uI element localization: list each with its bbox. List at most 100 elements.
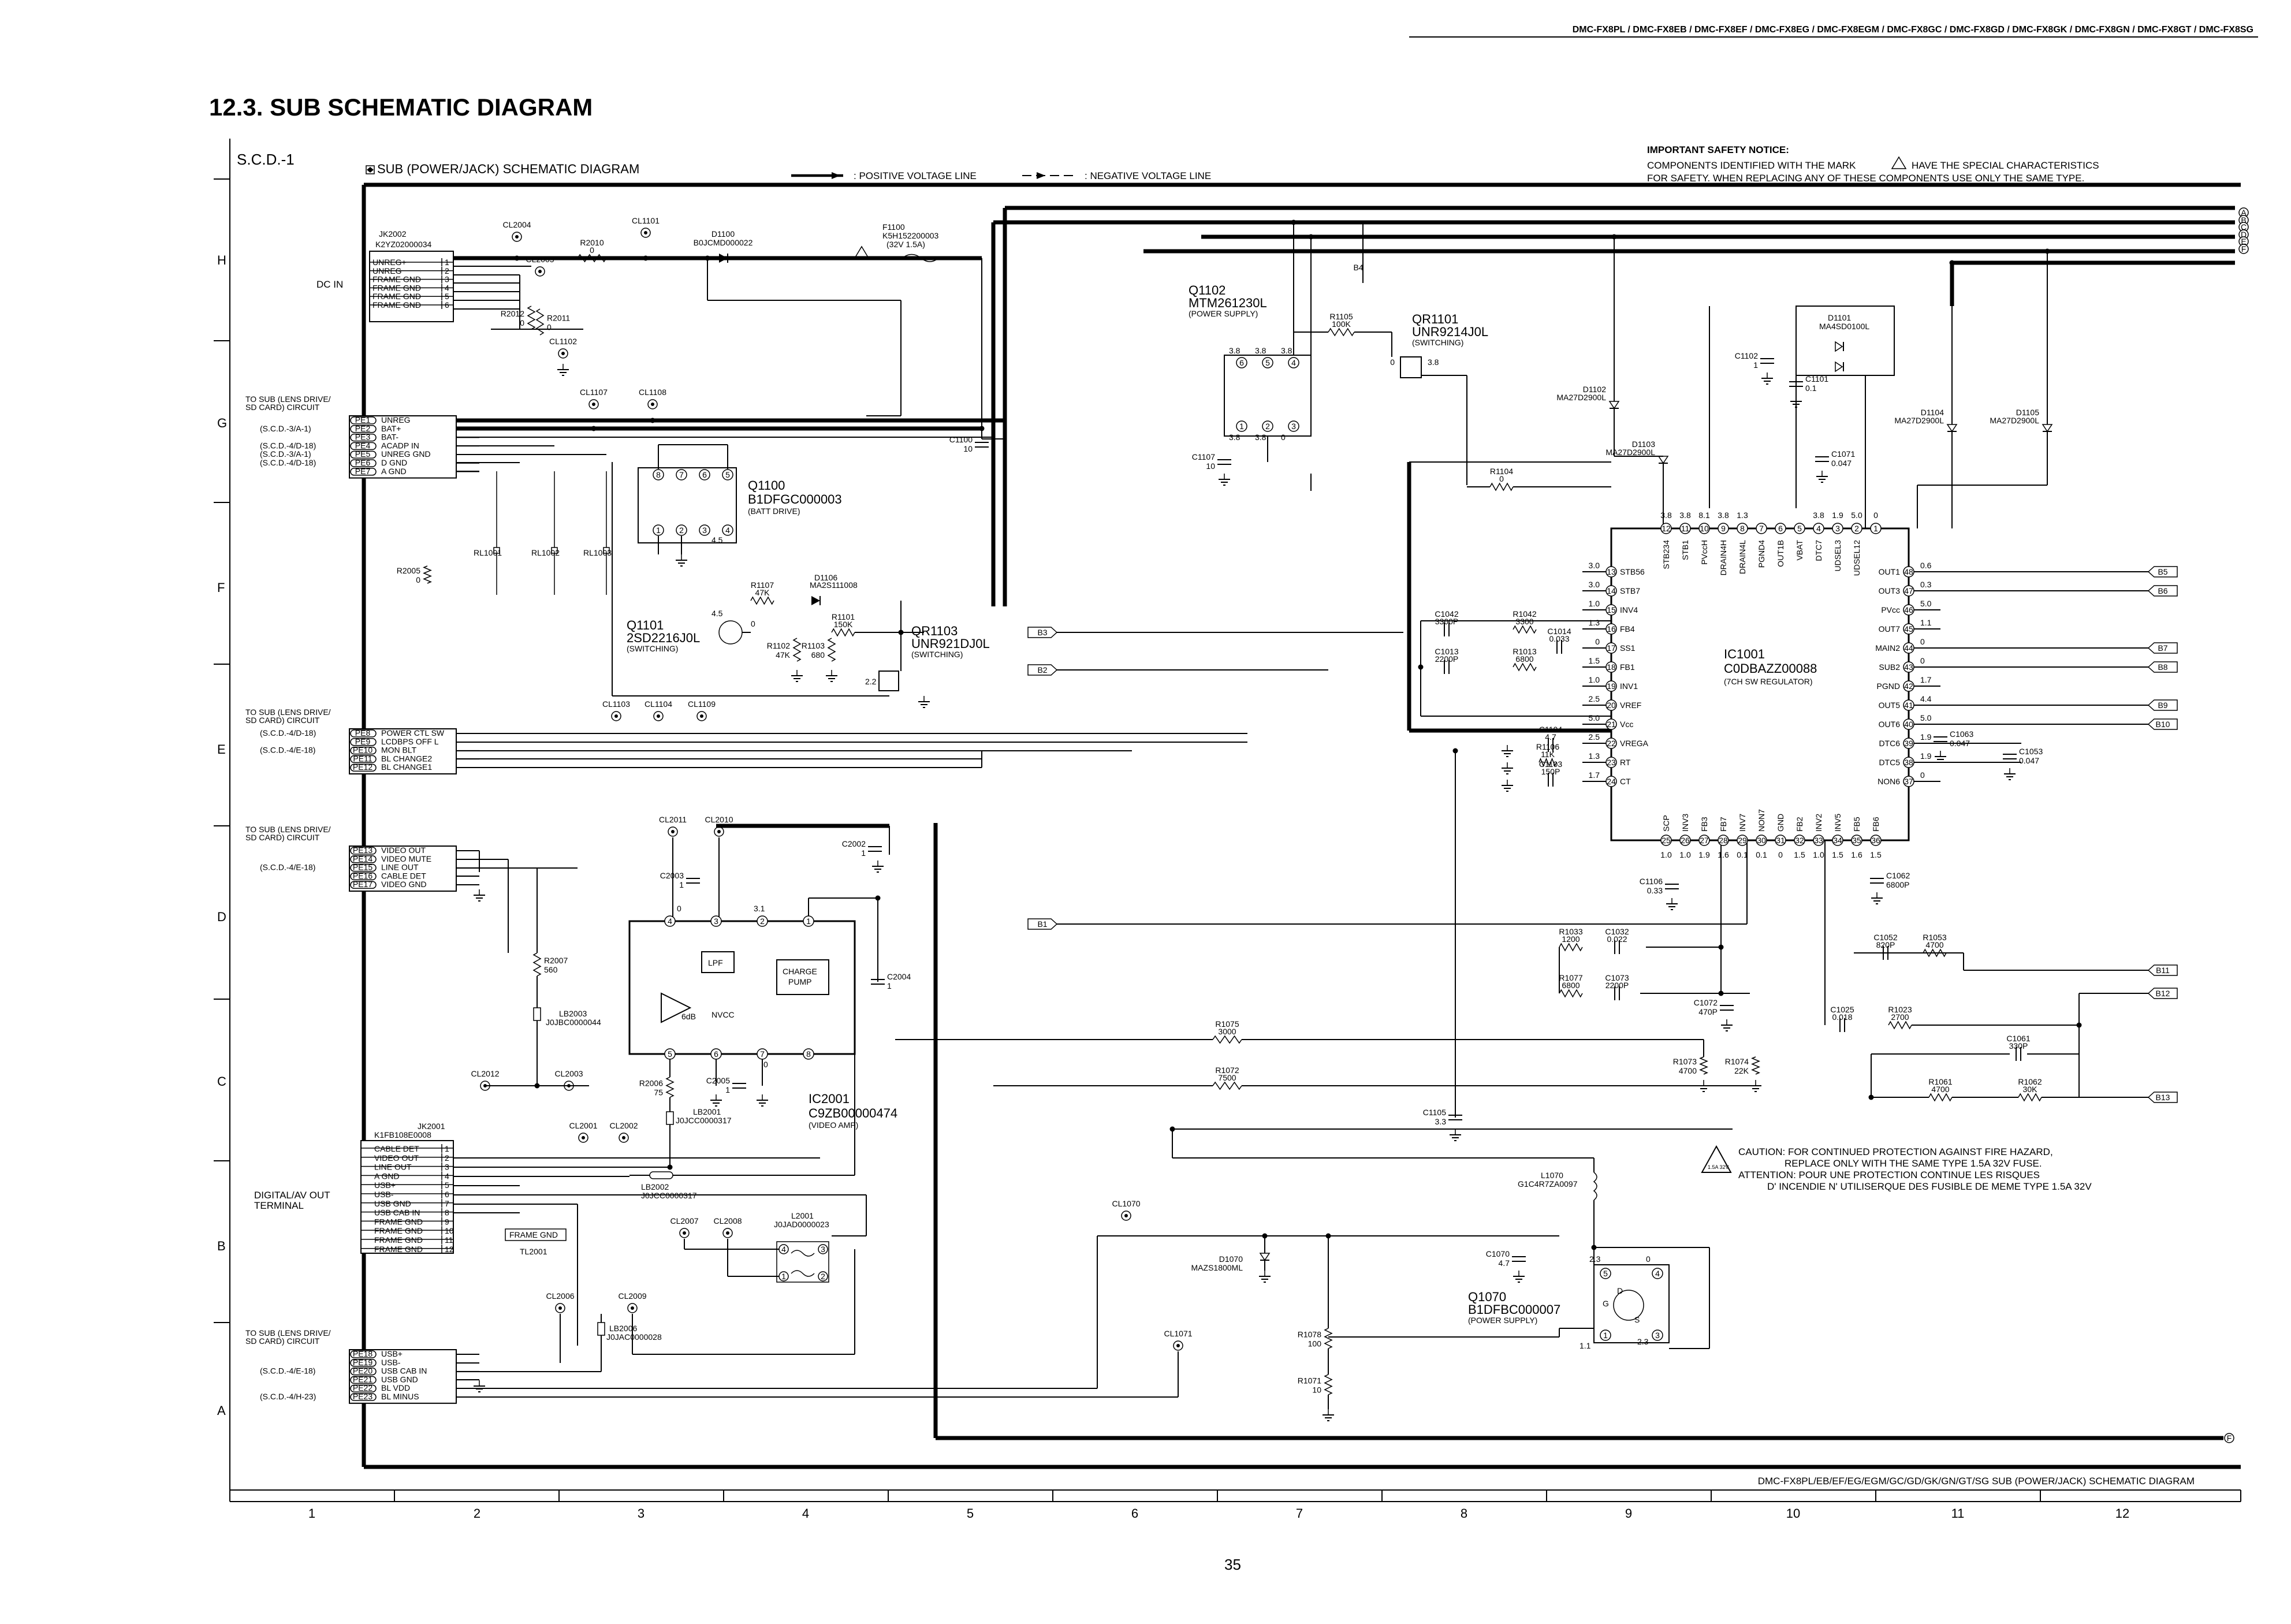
dc-in-pin-name: FRAME GND — [372, 283, 421, 292]
pin-num: 1 — [1603, 1331, 1608, 1340]
lens-group-title: TO SUB (LENS DRIVE/ — [245, 707, 331, 717]
capacitor-ref: C1072 — [1694, 998, 1718, 1007]
resistor-ref: R2011 — [547, 314, 570, 323]
resistor-icon — [1559, 989, 1583, 998]
ic1001-function: (7CH SW REGULATOR) — [1724, 677, 1813, 686]
resistor-ref: R1107 — [751, 580, 774, 590]
ic1001-part: C0DBAZZ00088 — [1724, 661, 1817, 676]
resistor-value: 4700 — [1925, 940, 1943, 949]
diode-ref: D1103 — [1632, 439, 1655, 449]
ic-pin — [1605, 699, 1617, 711]
transistor-ref: QR1101 — [1412, 312, 1458, 326]
connector-tag — [2147, 642, 2178, 654]
test-point-label: CL2007 — [670, 1216, 698, 1226]
row-label: E — [217, 742, 226, 757]
ic-pin-num: 4 — [668, 917, 672, 926]
dc-in-label: DC IN — [316, 279, 343, 290]
connector-tag — [2147, 699, 2178, 711]
av-pin-num: 8 — [445, 1208, 449, 1217]
capacitor-ref: C1102 — [1735, 351, 1758, 360]
diode-part: MAZS1800ML — [1191, 1263, 1243, 1272]
transistor-part: B1DFBC000007 — [1468, 1302, 1560, 1317]
ferrite-bead-icon — [533, 1007, 541, 1021]
ic-pin — [1679, 835, 1691, 846]
pin-num: 3 — [1655, 1331, 1660, 1340]
capacitor-ref: C1070 — [1486, 1249, 1510, 1258]
junction-dot — [1262, 1233, 1268, 1239]
resistor-value: 0 — [1499, 474, 1504, 483]
lens-group-title: TO SUB (LENS DRIVE/ — [245, 1328, 331, 1338]
pe-pin-label: PE9 — [355, 737, 371, 746]
pe-pin-label: PE16 — [353, 871, 372, 880]
av-pin-num: 1 — [445, 1144, 449, 1153]
lens-pin-name: BL MINUS — [381, 1392, 419, 1401]
page-number: 35 — [1224, 1556, 1241, 1573]
resistor-icon — [1928, 1093, 1953, 1102]
ic-pin — [803, 915, 814, 927]
pe-pin-label: PE23 — [353, 1392, 372, 1401]
connector-tag — [1027, 627, 1058, 638]
ic-pin-name: UDSEL12 — [1852, 540, 1861, 576]
lens-connector-box — [349, 415, 457, 479]
ic-pin-num: 1 — [1873, 524, 1878, 533]
resistor-value: 6800 — [1515, 654, 1533, 664]
pin — [1652, 1329, 1663, 1341]
dc-in-pin-num: 5 — [445, 292, 449, 301]
ic-pin-voltage: 2.5 — [1589, 694, 1600, 703]
sheet-reference: (S.C.D.-4/D-18) — [260, 458, 316, 467]
ic-pin — [1605, 776, 1617, 787]
ic-pin — [710, 915, 722, 927]
test-point-label: CL2009 — [618, 1291, 646, 1301]
capacitor-ref: C1073 — [1605, 973, 1629, 982]
voltage: 0 — [677, 904, 681, 913]
junction-dot — [1718, 990, 1724, 996]
ic-pin — [1775, 835, 1786, 846]
caution-line4: D' INCENDIE N' UTILISERQUE DES FUSIBLE D… — [1767, 1181, 2092, 1192]
lens-pin-name: BAT- — [381, 433, 398, 442]
pe-pin-label: PE18 — [353, 1349, 372, 1358]
ic-pin-name: DRAIN4H — [1719, 540, 1728, 575]
diode-ref: D1101 — [1828, 313, 1851, 322]
row-label: H — [217, 253, 226, 267]
pe-pin-label: PE1 — [355, 415, 371, 424]
lens-connector-box — [349, 845, 457, 892]
resistor-ref: R1106 — [1536, 742, 1559, 751]
resistor-icon — [1559, 943, 1583, 952]
ic-pin — [1903, 585, 1914, 597]
pin — [722, 469, 733, 481]
ic-pin — [1832, 523, 1843, 534]
column-label: 11 — [1951, 1506, 1965, 1521]
diode-icon — [2042, 424, 2053, 433]
resistor-value: 150K — [834, 620, 853, 629]
resistor-icon — [1699, 1056, 1708, 1075]
ic-pin-voltage: 0 — [1595, 637, 1600, 646]
ic-pin-name: FB7 — [1719, 817, 1728, 832]
pe-pin — [350, 755, 377, 763]
pe-pin-label: PE8 — [355, 728, 371, 737]
ic-pin-voltage: 5.0 — [1920, 713, 1932, 722]
ic-pin — [1794, 835, 1805, 846]
inductor-part: J0JAD0000023 — [774, 1220, 829, 1229]
inductor-icon — [1593, 1172, 1597, 1201]
pin-letter: S — [1634, 1315, 1640, 1324]
ic-pin-num: 35 — [1852, 836, 1861, 845]
pe-pin — [350, 442, 377, 450]
resistor-value: 100K — [1332, 319, 1351, 329]
pin — [1288, 357, 1299, 368]
pump-label: PUMP — [788, 977, 811, 986]
dc-in-pin-name: UNREG — [372, 266, 402, 275]
ic-pin-voltage: 1.0 — [1589, 599, 1600, 608]
transistor-ref: Q1102 — [1189, 283, 1225, 297]
capacitor-ref: C1063 — [1950, 729, 1973, 739]
ic-pin — [1903, 661, 1914, 673]
mosfet-icon — [1613, 1290, 1644, 1321]
voltage: 0 — [751, 619, 755, 628]
test-point-icon — [558, 348, 568, 359]
ic-pin-voltage: 3.8 — [1679, 511, 1691, 520]
ic-pin-voltage: 0.3 — [1920, 580, 1932, 589]
capacitor-value: 0.047 — [2019, 756, 2039, 765]
transistor-function: (SWITCHING) — [911, 650, 963, 659]
edge-marker-label: D — [2241, 230, 2247, 239]
dc-in-pin-name: FRAME GND — [372, 275, 421, 284]
legend-positive: : POSITIVE VOLTAGE LINE — [854, 170, 977, 181]
